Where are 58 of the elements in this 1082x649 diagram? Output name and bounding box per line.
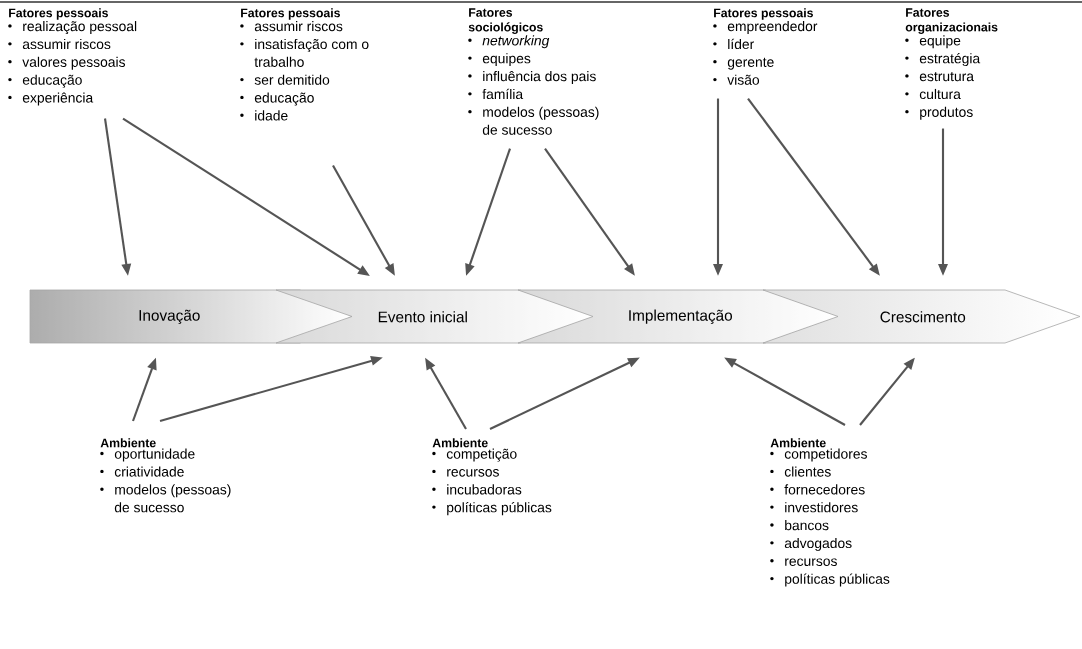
node-label: idade [255,110,288,121]
node-label: estrutura [919,72,974,82]
node-label: Fatores pessoais [9,8,108,20]
stage-label: Inovação [139,309,200,324]
node-label: Ambiente [770,438,826,448]
factor-list: Fatores sociológicos networking equipes influência dos pais família modelos (pessoas) de sucesso [468,8,599,135]
node-label: empreendedor [727,21,818,34]
node-label: Fatores sociológicos [468,8,543,34]
factor-list: Fatores pessoais assumir riscos insatisfação com o trabalho ser demitido educação idade [240,8,369,121]
node-label: equipes [482,53,531,67]
node-label: realização pessoal [23,21,137,35]
node-label: clientes [784,466,831,477]
node-label: incubadoras [447,484,522,495]
factor-list: Ambiente oportunidade criatividade modelos (pessoas) de sucesso [100,438,231,513]
node-label: competição [446,448,517,462]
node-label: políticas públicas [785,573,890,587]
node-label: modelos (pessoas) de sucesso [482,106,599,135]
node-label: networking [482,35,550,49]
node-label: criatividade [114,466,184,477]
node-label: recursos [785,558,837,566]
node-label: assumir riscos [22,38,111,50]
node-label: valores pessoais [22,56,126,70]
node-label: Fatores pessoais [714,8,813,20]
node-label: Ambiente [100,438,156,448]
factor-list: Fatores pessoais empreendedor líder gerente visão [713,8,818,85]
node-label: família [482,88,524,100]
factor-list: Ambiente competição recursos incubadoras políticas públicas [432,438,552,516]
node-label: cultura [919,88,961,100]
stage-label: Evento inicial [378,311,467,323]
node-label: educação [254,92,314,106]
node-label: competidores [784,448,867,462]
node-label: fornecedores [784,484,865,495]
node-label: assumir riscos [254,21,343,32]
factor-list: Fatores pessoais realização pessoal assumir riscos valores pessoais educação experiência [8,8,137,106]
node-label: bancos [785,520,829,531]
node-label: experiência [22,92,94,106]
factor-list: Fatores organizacionais equipe estratégia estrutura cultura produtos [905,8,998,120]
node-label: modelos (pessoas) de sucesso [114,484,231,513]
node-label: estratégia [919,53,981,67]
node-label: influência dos pais [483,70,596,84]
node-label: gerente [727,57,774,70]
node-label: recursos [447,469,499,477]
node-label: equipe [919,35,961,49]
node-label: líder [728,38,755,50]
node-label: produtos [920,106,973,120]
node-label: investidores [785,502,858,513]
node-label: visão [727,74,760,85]
stage-label: Crescimento [880,311,966,323]
node-label: Fatores pessoais [241,8,340,20]
node-label: educação [22,74,82,88]
node-label: advogados [784,537,852,551]
node-label: oportunidade [114,448,195,462]
node-label: políticas públicas [447,502,552,516]
node-label: Fatores organizacionais [905,8,998,34]
stage-label: Implementação [629,309,733,324]
node-label: Ambiente [432,438,488,448]
factor-list: Ambiente competidores clientes fornecedores investidores bancos advogados recursos políticas públicas [770,438,890,587]
node-label: ser demitido [254,74,330,85]
